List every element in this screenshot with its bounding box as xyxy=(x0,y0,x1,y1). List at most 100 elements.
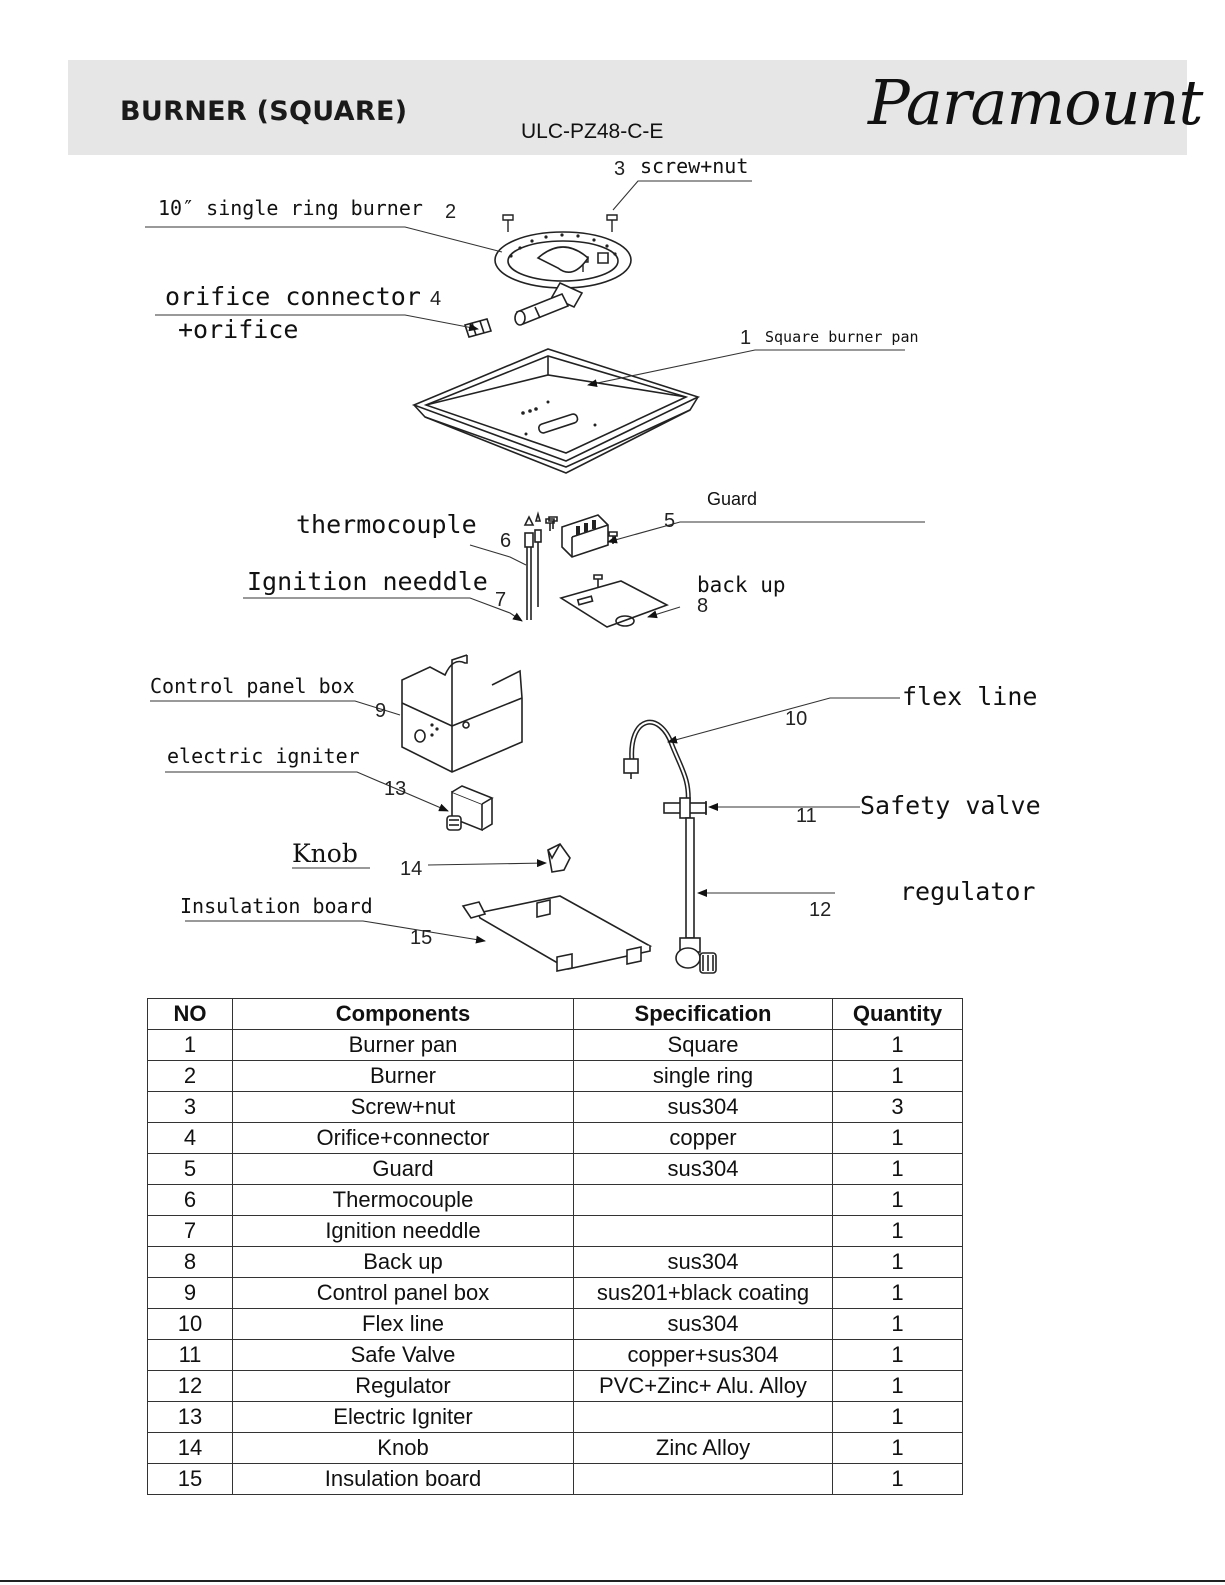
callout-regulator-number: 12 xyxy=(809,899,831,921)
callout-orifice-label-2: +orifice xyxy=(178,315,298,344)
electric-igniter-icon xyxy=(446,785,494,832)
callout-screw-number: 3 xyxy=(614,158,625,180)
cell-quantity: 1 xyxy=(832,1122,963,1154)
cell-component: Flex line xyxy=(232,1308,574,1340)
burner-pan-icon xyxy=(411,348,701,474)
cell-specification: copper xyxy=(573,1122,833,1154)
callout-screw-label: screw+nut xyxy=(640,155,748,178)
callout-backup-number: 8 xyxy=(697,595,708,617)
callout-insulation-label: Insulation board xyxy=(180,894,373,918)
control-panel-box-icon xyxy=(401,654,523,773)
backup-plate-icon xyxy=(559,574,669,628)
insulation-board-icon xyxy=(461,895,653,972)
header-band: BURNER (SQUARE) ULC-PZ48-C-E Paramount xyxy=(68,60,1203,155)
column-header-quantity: Quantity xyxy=(832,998,963,1030)
callout-burner-number: 2 xyxy=(445,201,456,223)
callout-knob-label: Knob xyxy=(292,839,358,868)
cell-no: 3 xyxy=(147,1091,233,1123)
cell-quantity: 3 xyxy=(832,1091,963,1123)
exploded-diagram: screw+nut 3 10″ single ring burner 2 ori… xyxy=(0,155,1225,995)
cell-specification: PVC+Zinc+ Alu. Alloy xyxy=(573,1370,833,1402)
cell-no: 12 xyxy=(147,1370,233,1402)
orifice-connector-icon xyxy=(463,318,493,338)
cell-specification: Zinc Alloy xyxy=(573,1432,833,1464)
leader-lines xyxy=(145,180,925,944)
callout-insulation-number: 15 xyxy=(410,927,432,949)
callout-regulator-label: regulator xyxy=(900,877,1035,906)
callout-orifice-label: orifice connector xyxy=(165,282,421,311)
footer-rule xyxy=(0,1580,1225,1582)
cell-component: Knob xyxy=(232,1432,574,1464)
cell-quantity: 1 xyxy=(832,1370,963,1402)
cell-no: 4 xyxy=(147,1122,233,1154)
cell-no: 15 xyxy=(147,1463,233,1495)
ring-burner-icon xyxy=(494,231,632,309)
cell-component: Burner xyxy=(232,1060,574,1092)
callout-thermocouple-number: 6 xyxy=(500,530,511,552)
brand-logo: Paramount xyxy=(868,66,1203,139)
callout-guard-number: 5 xyxy=(664,510,675,532)
cell-quantity: 1 xyxy=(832,1153,963,1185)
cell-no: 13 xyxy=(147,1401,233,1433)
cell-quantity: 1 xyxy=(832,1339,963,1371)
ignition-needle-icon xyxy=(534,511,555,607)
cell-component: Ignition needdle xyxy=(232,1215,574,1247)
table-header-row: NO Components Specification Quantity xyxy=(147,998,963,1030)
cell-specification xyxy=(573,1215,833,1247)
cell-no: 5 xyxy=(147,1153,233,1185)
callout-guard-label: Guard xyxy=(707,489,757,509)
cell-specification: sus304 xyxy=(573,1153,833,1185)
cell-component: Insulation board xyxy=(232,1463,574,1495)
flex-line-icon xyxy=(623,719,691,806)
callout-orifice-number: 4 xyxy=(430,288,441,310)
cell-component: Back up xyxy=(232,1246,574,1278)
cell-no: 2 xyxy=(147,1060,233,1092)
model-number: ULC-PZ48-C-E xyxy=(521,120,664,143)
callout-needle-label: Ignition needdle xyxy=(247,567,488,596)
diagram-canvas: screw+nut 3 10″ single ring burner 2 ori… xyxy=(145,155,1041,974)
cell-component: Guard xyxy=(232,1153,574,1185)
cell-component: Orifice+connector xyxy=(232,1122,574,1154)
callout-pan-label: Square burner pan xyxy=(765,328,919,346)
cell-specification: single ring xyxy=(573,1060,833,1092)
cell-specification: copper+sus304 xyxy=(573,1339,833,1371)
callout-knob-number: 14 xyxy=(400,858,422,880)
cell-no: 10 xyxy=(147,1308,233,1340)
cell-no: 14 xyxy=(147,1432,233,1464)
venturi-tube-icon xyxy=(514,292,570,326)
callout-igniter-number: 13 xyxy=(384,778,406,800)
callout-pan-number: 1 xyxy=(740,327,751,349)
cell-quantity: 1 xyxy=(832,1060,963,1092)
cell-component: Thermocouple xyxy=(232,1184,574,1216)
cell-no: 7 xyxy=(147,1215,233,1247)
page-title: BURNER (SQUARE) xyxy=(120,96,408,127)
cell-specification: sus201+black coating xyxy=(573,1277,833,1309)
cell-specification: sus304 xyxy=(573,1246,833,1278)
column-header-components: Components xyxy=(232,998,574,1030)
callout-flex-number: 10 xyxy=(785,708,807,730)
cell-specification: sus304 xyxy=(573,1091,833,1123)
cell-no: 9 xyxy=(147,1277,233,1309)
cell-specification xyxy=(573,1184,833,1216)
cell-no: 8 xyxy=(147,1246,233,1278)
callout-igniter-label: electric igniter xyxy=(167,744,360,768)
cell-specification: sus304 xyxy=(573,1308,833,1340)
regulator-icon xyxy=(675,817,717,974)
cell-specification: Square xyxy=(573,1029,833,1061)
cell-specification xyxy=(573,1401,833,1433)
cell-quantity: 1 xyxy=(832,1401,963,1433)
cell-quantity: 1 xyxy=(832,1277,963,1309)
